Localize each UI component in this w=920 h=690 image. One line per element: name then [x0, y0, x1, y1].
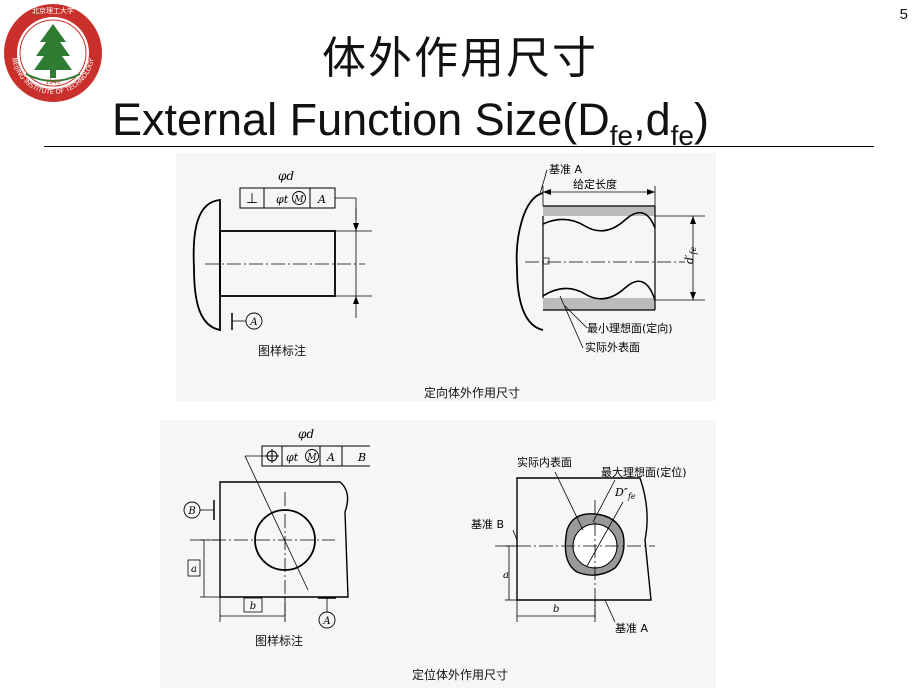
bl-tol: φt: [286, 451, 299, 464]
page-number: 5: [899, 6, 908, 23]
university-logo: 1940 北京理工大学 BEIJING INSTITUTE OF TECHNOL…: [4, 4, 102, 102]
min-ideal-label: 最小理想面(定向): [587, 321, 673, 335]
bl-dim-b: b: [250, 601, 256, 612]
phi-d-label: φd: [278, 169, 294, 183]
datum-a-frame: A: [317, 193, 326, 206]
bottom-left-diagram: φd φt M A B a b B A: [183, 427, 370, 629]
bl-phi-d: φd: [298, 427, 314, 441]
bl-datum-b: B: [357, 451, 366, 464]
top-left-diagram: ⊥ φt M A φd A: [192, 169, 372, 332]
tol-phi-t: φt: [276, 193, 289, 206]
br-datum-b: 基准 B: [471, 518, 504, 531]
datum-tag-a: A: [249, 317, 257, 328]
bl-datum-b-tag: B: [187, 506, 195, 517]
top-right-diagram: d′fe 给定长度 基准 A 最小理想面(定向) 实际外表面: [515, 163, 705, 354]
top-figure-panel: [176, 153, 716, 401]
logo-year: 1940: [45, 79, 60, 86]
br-datum-a: 基准 A: [615, 622, 648, 635]
bl-mmc: M: [306, 453, 317, 463]
mmc-symbol: M: [293, 195, 304, 205]
bl-dim-a: a: [191, 564, 197, 575]
bottom-right-diagram: 实际内表面 最大理想面(定位) D″fe 基准 B a b 基准 A: [471, 455, 687, 635]
bottom-caption: 定位体外作用尺寸: [412, 668, 509, 682]
br-dim-b: b: [553, 604, 559, 615]
logo-top-text: 北京理工大学: [32, 6, 74, 15]
top-left-caption: 图样标注: [258, 344, 307, 358]
bl-datum-a: A: [326, 451, 335, 464]
title-chinese: 体外作用尺寸: [322, 33, 598, 84]
bottom-left-caption: 图样标注: [255, 634, 304, 648]
actual-inner-label: 实际内表面: [517, 455, 572, 469]
title-rule: [44, 146, 874, 147]
actual-outer-label: 实际外表面: [585, 340, 640, 354]
d-fe-label: d′fe: [683, 246, 698, 264]
max-ideal-label: 最大理想面(定位): [601, 465, 687, 479]
datum-a-label: 基准 A: [549, 163, 582, 176]
bl-datum-a-tag: A: [322, 616, 330, 627]
top-caption: 定向体外作用尺寸: [424, 386, 521, 400]
D-fe-label: D″fe: [614, 486, 636, 501]
given-length-label: 给定长度: [573, 177, 617, 191]
title-english: External Function Size(Dfe,dfe): [112, 94, 709, 151]
perp-symbol: ⊥: [246, 191, 258, 207]
br-dim-a: a: [503, 570, 509, 581]
